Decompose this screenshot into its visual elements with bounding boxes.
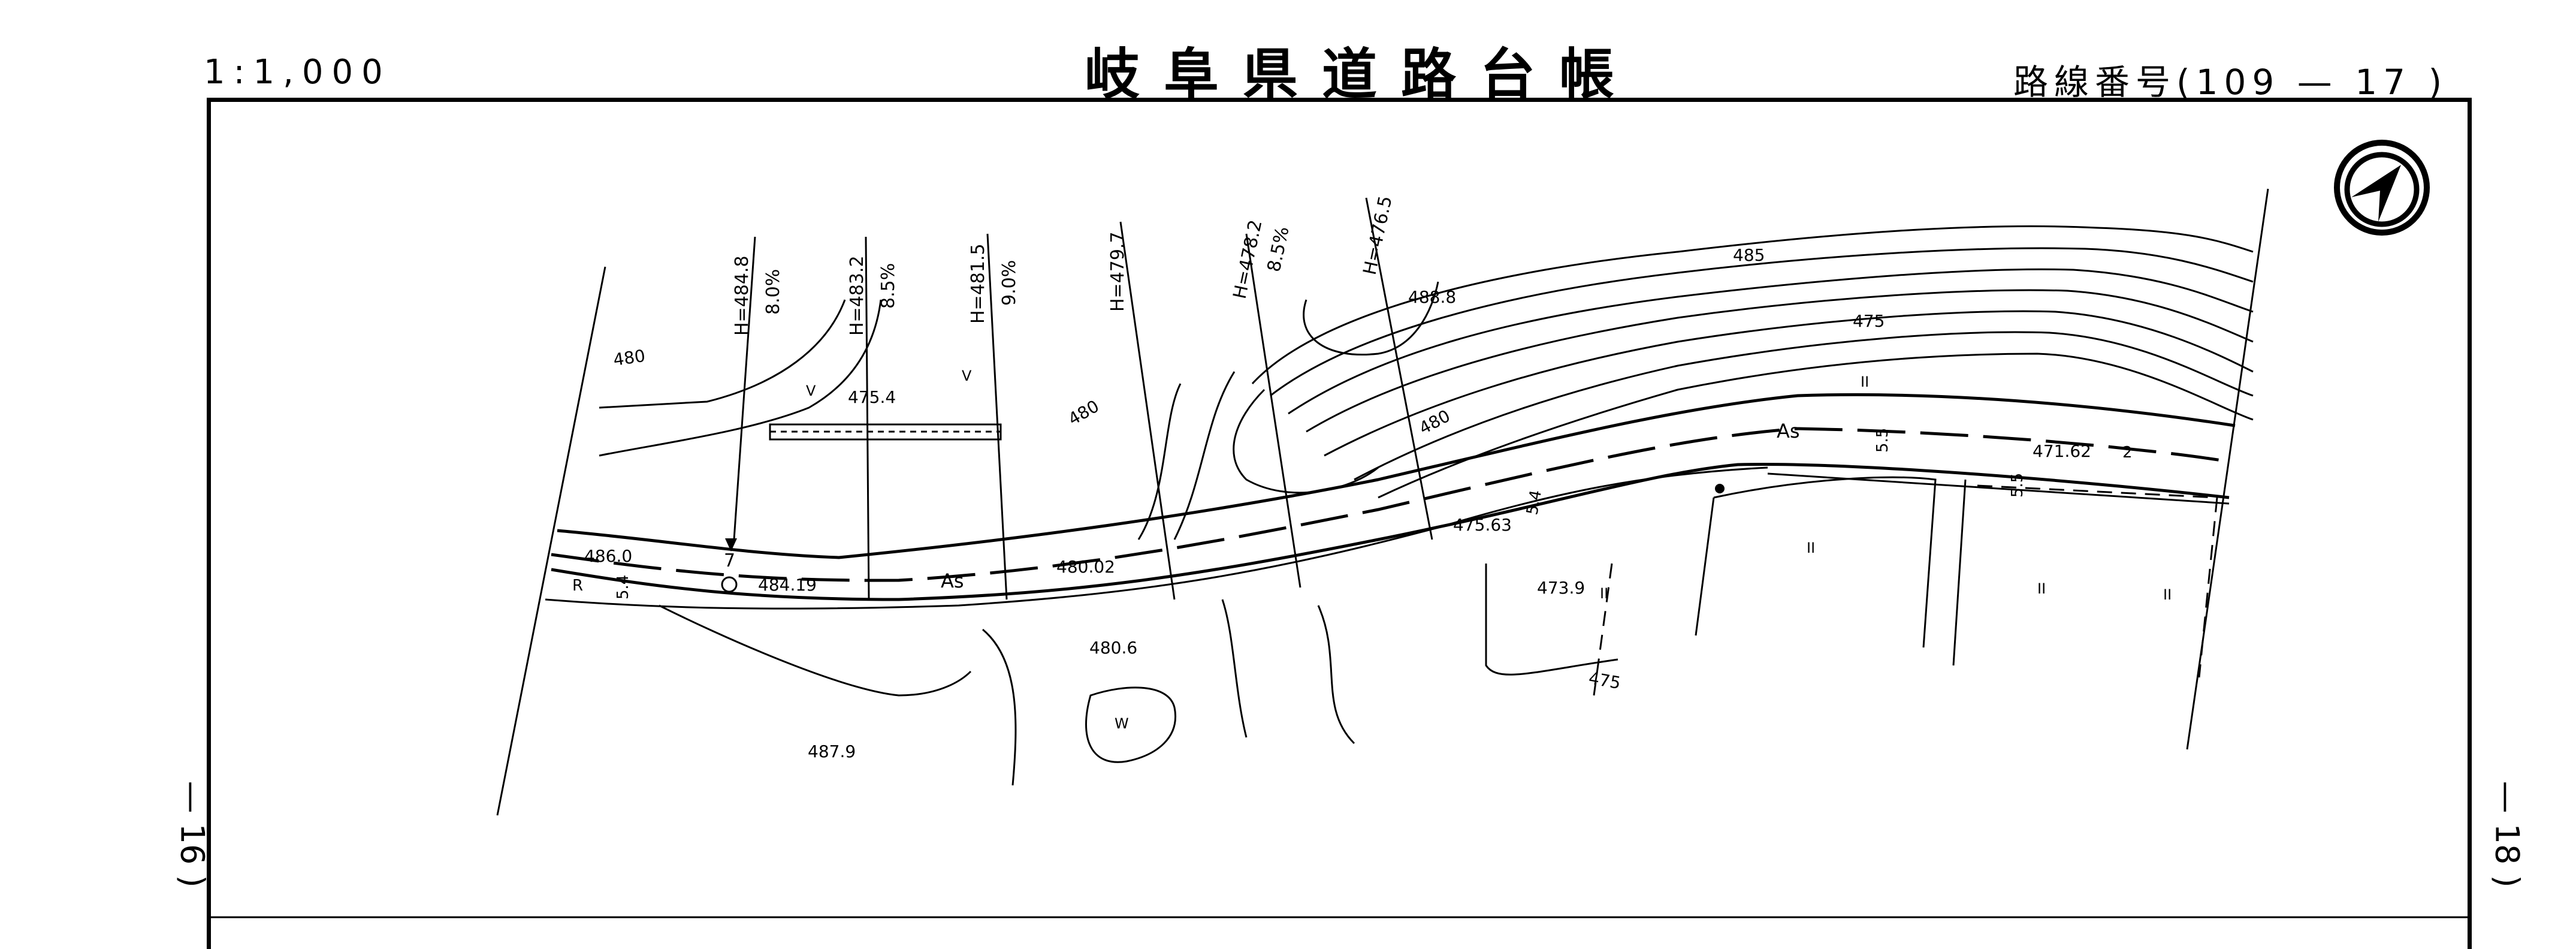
station-number: 7 [724, 550, 735, 571]
spot-height: 475.63 [1453, 515, 1512, 535]
section-label: H=483.2 [847, 255, 868, 336]
section-grade: 8.5% [878, 263, 899, 309]
width-label: 2 [2122, 444, 2133, 462]
width-label: 5.4 [614, 575, 632, 599]
retaining-wall [769, 423, 1002, 441]
spot-height: 487.9 [808, 742, 856, 761]
field-symbol: V [962, 367, 972, 384]
section-lines [733, 197, 1433, 600]
spot-height: 488.8 [1408, 287, 1456, 307]
spot-height: 473.9 [1537, 578, 1585, 598]
benchmark-icon [721, 576, 738, 593]
road-label: As [1777, 420, 1800, 442]
paddy-symbol: II [1807, 540, 1815, 556]
width-label: 5.4 [1523, 489, 1545, 516]
page-title: 岐阜県道路台帳 [1085, 43, 1639, 107]
sheet-boundaries [496, 188, 2269, 816]
spot-height: 480.02 [1056, 557, 1115, 577]
spot-height: 471.62 [2033, 441, 2091, 461]
south-contours [659, 599, 1355, 786]
road-surface-labels: As As R [572, 420, 1800, 595]
section-label: H=478.2 [1230, 218, 1267, 301]
landuse-labels: II II II II II V V W [806, 367, 2172, 732]
spot-height: 486.0 [584, 546, 632, 566]
section-label: H=484.8 [732, 255, 753, 336]
width-label: 5.5 [2009, 473, 2027, 498]
section-grade: 8.5% [1264, 225, 1294, 274]
north-arrow-icon [2334, 140, 2430, 236]
road-edges [551, 393, 2236, 601]
section-grade: 8.0% [763, 269, 784, 315]
road-centerline [551, 427, 2230, 582]
contour-label: 475 [1587, 668, 1622, 693]
paddy-symbol: II [2037, 580, 2046, 597]
contour-lines [599, 225, 2254, 540]
contour-label: 480 [1065, 396, 1103, 429]
wasteland-symbol: W [1115, 715, 1129, 732]
spot-height: 475.4 [848, 387, 896, 407]
road-label: As [941, 570, 964, 592]
parcel-boundaries [1485, 476, 2218, 696]
field-symbol: V [806, 382, 816, 399]
contour-label: 480 [612, 346, 647, 370]
spot-height: 480.6 [1089, 638, 1137, 658]
contour-label: 485 [1733, 245, 1765, 265]
spot-height-labels: 475.4 488.8 486.0 484.19 480.02 480.6 48… [584, 287, 2091, 761]
station-marker-icon [725, 538, 737, 552]
road-label: R [572, 577, 583, 595]
contour-label: 475 [1853, 311, 1885, 331]
map-scale: 1:1,000 [204, 53, 391, 92]
section-labels: H=484.8 8.0% H=483.2 8.5% H=481.5 9.0% H… [732, 194, 1397, 336]
width-label: 5.5 [1874, 428, 1892, 453]
section-grade: 9.0% [999, 260, 1020, 306]
paddy-symbol: II [1600, 585, 1608, 602]
map-frame [207, 98, 2472, 949]
survey-point-icon [1715, 484, 1725, 493]
paddy-symbol: II [2163, 586, 2172, 603]
section-label: H=476.5 [1360, 194, 1397, 277]
section-label: H=481.5 [968, 243, 989, 324]
section-label: H=479.7 [1107, 231, 1128, 312]
paddy-symbol: II [1861, 373, 1869, 390]
spot-height: 484.19 [758, 575, 817, 595]
width-labels: 5.4 5.4 5.5 5.5 2 [614, 428, 2133, 599]
route-number: 路線番号(109 — 17 ) [2013, 62, 2448, 103]
